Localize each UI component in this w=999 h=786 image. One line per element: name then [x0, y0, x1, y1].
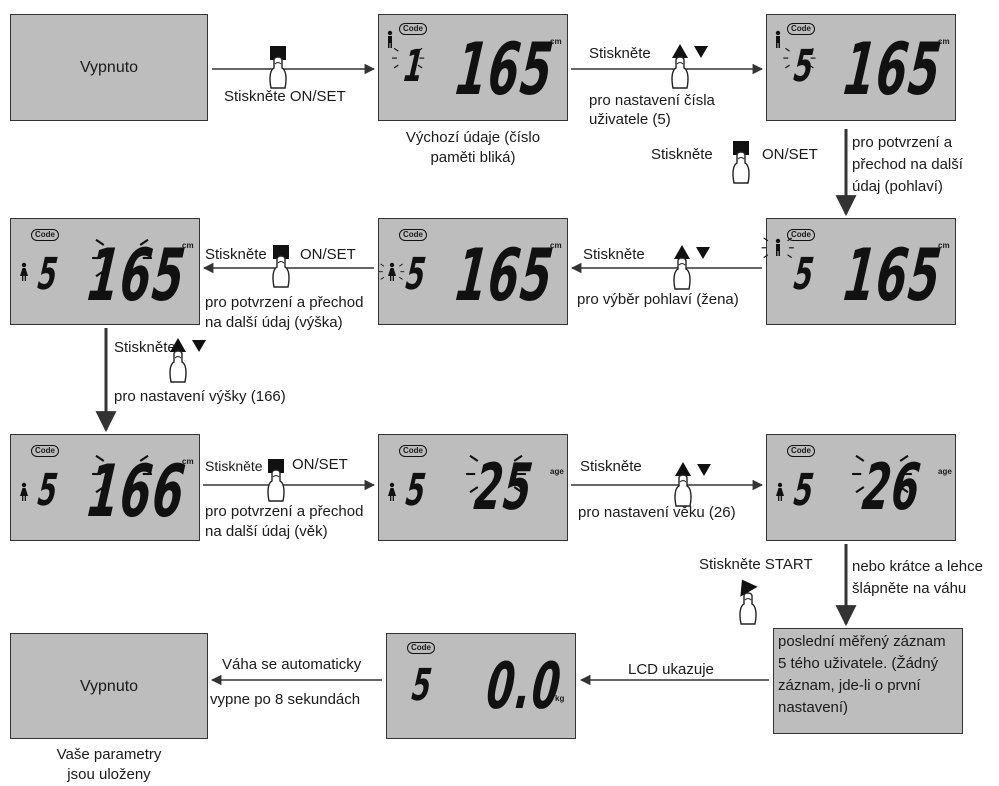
lcd-unit: kg [555, 694, 565, 703]
updown-button-icon [674, 245, 710, 289]
press-start-label: Stiskněte START [699, 556, 813, 573]
press-start-note-2: šlápněte na váhu [852, 580, 967, 597]
lcd-shows-label: LCD ukazuje [628, 661, 714, 678]
onset-button-icon [733, 141, 749, 183]
updown-button-icon [675, 462, 711, 506]
code-badge: Code [407, 642, 435, 654]
last-record-line-2: 5 tého uživatele. (Žádný [778, 655, 939, 672]
female-icon [776, 482, 784, 501]
press-updown-label-2: Stiskněte [583, 246, 645, 263]
flash-icon [391, 47, 425, 69]
flash-icon [91, 454, 153, 494]
flash-icon [465, 454, 527, 494]
state-off-caption-1: Vaše parametry [56, 746, 162, 763]
updown-button-icon [170, 338, 206, 382]
press-onset-note-2b: přechod na další [852, 156, 963, 173]
last-record-line-1: poslední měřený záznam [778, 633, 946, 650]
lcd-female: Code 5 165 cm [378, 218, 568, 325]
press-onset-note-2a: pro potvrzení a [852, 134, 953, 151]
lcd-unit: cm [182, 457, 194, 466]
press-onset-sub-3a: pro potvrzení a přechod [205, 294, 364, 311]
code-badge: Code [399, 23, 427, 35]
last-record-line-4: nastavení) [778, 699, 849, 716]
female-icon [20, 482, 28, 501]
updown-button-icon [672, 44, 708, 88]
flash-icon [91, 238, 153, 278]
lcd-unit: cm [938, 241, 950, 250]
code-badge: Code [787, 445, 815, 457]
press-onset-label-4: Stiskněte [205, 458, 263, 474]
press-updown-label-3: Stiskněte [114, 339, 176, 356]
press-onset-sub-4a: pro potvrzení a přechod [205, 503, 364, 520]
onset-button-icon [270, 46, 286, 88]
press-updown-sub-4: pro nastavení věku (26) [578, 504, 736, 521]
state-off-caption-2: jsou uloženy [67, 766, 151, 783]
press-onset-label-1: Stiskněte ON/SET [224, 88, 346, 105]
lcd-unit: cm [182, 241, 194, 250]
female-icon [388, 262, 396, 281]
press-updown-label-4: Stiskněte [580, 458, 642, 475]
auto-off-text-2: vypne po 8 sekundách [210, 691, 361, 708]
state-off-label: Vypnuto [79, 678, 139, 695]
code-badge: Code [787, 23, 815, 35]
state-off-end: Vypnuto [10, 633, 208, 739]
lcd-height-flash: Code 5 165 cm [10, 218, 200, 325]
press-updown-sub-1b: uživatele (5) [589, 111, 671, 128]
auto-off-text-1: Váha se automaticky [222, 656, 362, 673]
code-badge: Code [31, 445, 59, 457]
press-onset-sub-4b: na další údaj (věk) [205, 523, 328, 540]
press-onset-suffix-3: ON/SET [300, 246, 356, 263]
code-badge: Code [399, 229, 427, 241]
female-icon [388, 482, 396, 501]
lcd-unit: cm [550, 37, 562, 46]
flash-icon [851, 454, 913, 494]
press-start-note-1: nebo krátce a lehce [852, 558, 983, 575]
press-updown-sub-1a: pro nastavení čísla [589, 92, 715, 109]
lcd-height-166: Code 5 166 cm [10, 434, 200, 541]
lcd-default-caption-1: Výchozí údaje (číslo [405, 129, 541, 146]
lcd-unit: age [550, 467, 564, 476]
last-record-line-3: záznam, jde-li o první [778, 677, 921, 694]
press-onset-suffix-2: ON/SET [762, 146, 818, 163]
lcd-unit: cm [550, 241, 562, 250]
press-onset-label-3: Stiskněte [205, 246, 267, 263]
press-updown-sub-3: pro nastavení výšky (166) [114, 388, 286, 405]
onset-button-icon [273, 245, 289, 287]
lcd-unit: age [938, 467, 952, 476]
press-onset-sub-3b: na další údaj (výška) [205, 314, 343, 331]
code-badge: Code [399, 445, 427, 457]
lcd-weight: Code 5 0.0 kg [386, 633, 576, 739]
person-icon [775, 238, 781, 256]
press-updown-sub-2: pro výběr pohlaví (žena) [577, 291, 739, 308]
press-onset-label-2: Stiskněte [651, 146, 713, 163]
state-off-label: Vypnuto [79, 59, 139, 76]
female-icon [20, 262, 28, 281]
person-icon [387, 30, 393, 48]
lcd-default-caption-2: paměti bliká) [430, 149, 516, 166]
lcd-gender-flash: Code 5 165 cm [766, 218, 956, 325]
code-badge: Code [787, 229, 815, 241]
onset-button-icon [268, 459, 284, 501]
lcd-user5: Code 5 165 cm [766, 14, 956, 121]
lcd-unit: cm [938, 37, 950, 46]
code-badge: Code [31, 229, 59, 241]
lcd-age-25: Code 5 25 age [378, 434, 568, 541]
lcd-age-26: Code 5 26 age [766, 434, 956, 541]
last-record-box: poslední měřený záznam 5 tého uživatele.… [773, 628, 963, 734]
press-updown-label-1: Stiskněte [589, 45, 651, 62]
person-icon [775, 30, 781, 48]
start-button-icon [739, 579, 758, 625]
flash-icon [782, 47, 817, 69]
press-onset-suffix-4: ON/SET [292, 456, 348, 473]
press-onset-note-2c: údaj (pohlaví) [852, 178, 943, 195]
lcd-default: Code 1 165 cm [378, 14, 568, 121]
state-off-start: Vypnuto [10, 14, 208, 121]
